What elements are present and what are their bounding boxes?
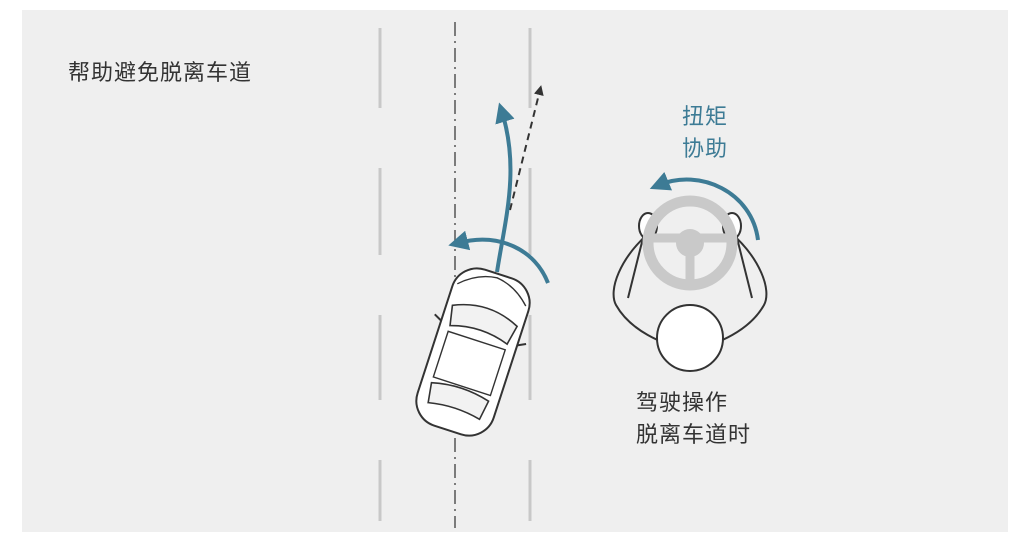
steer-back-arrow: [448, 230, 550, 284]
diagram-title: 帮助避免脱离车道: [68, 61, 253, 86]
diagram-panel: [22, 10, 1008, 532]
driver-label-line1: 驾驶操作: [636, 391, 729, 416]
steering-wheel-icon: [642, 195, 738, 291]
driver-label-line2: 脱离车道时: [636, 423, 752, 448]
torque-label-line1: 扭矩: [682, 105, 729, 130]
driver-action-label: 驾驶操作 脱离车道时: [636, 388, 751, 452]
torque-label-line2: 协助: [682, 137, 729, 162]
corrected-path-arrow: [495, 102, 515, 273]
drift-path-arrow: [509, 85, 544, 211]
car-icon: [415, 267, 531, 437]
torque-arrow: [649, 171, 760, 241]
torque-assist-label: 扭矩 协助: [682, 102, 728, 166]
